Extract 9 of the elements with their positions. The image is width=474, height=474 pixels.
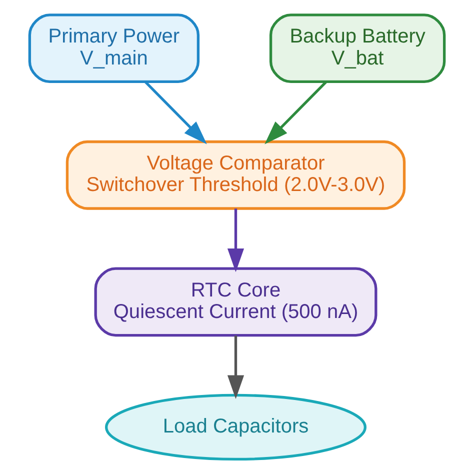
node-ellipse: Load Capacitors <box>105 394 366 461</box>
node-box: RTC Core Quiescent Current (500 nA) <box>94 267 378 337</box>
arrow <box>264 80 328 144</box>
node-box: Backup Battery V_bat <box>269 14 446 83</box>
node-box: Voltage Comparator Switchover Threshold (2.0V-3.0V) <box>66 140 406 210</box>
arrow <box>144 80 207 144</box>
arrow <box>227 336 244 400</box>
arrow <box>227 208 244 272</box>
node-box: Primary Power V_main <box>28 14 200 83</box>
